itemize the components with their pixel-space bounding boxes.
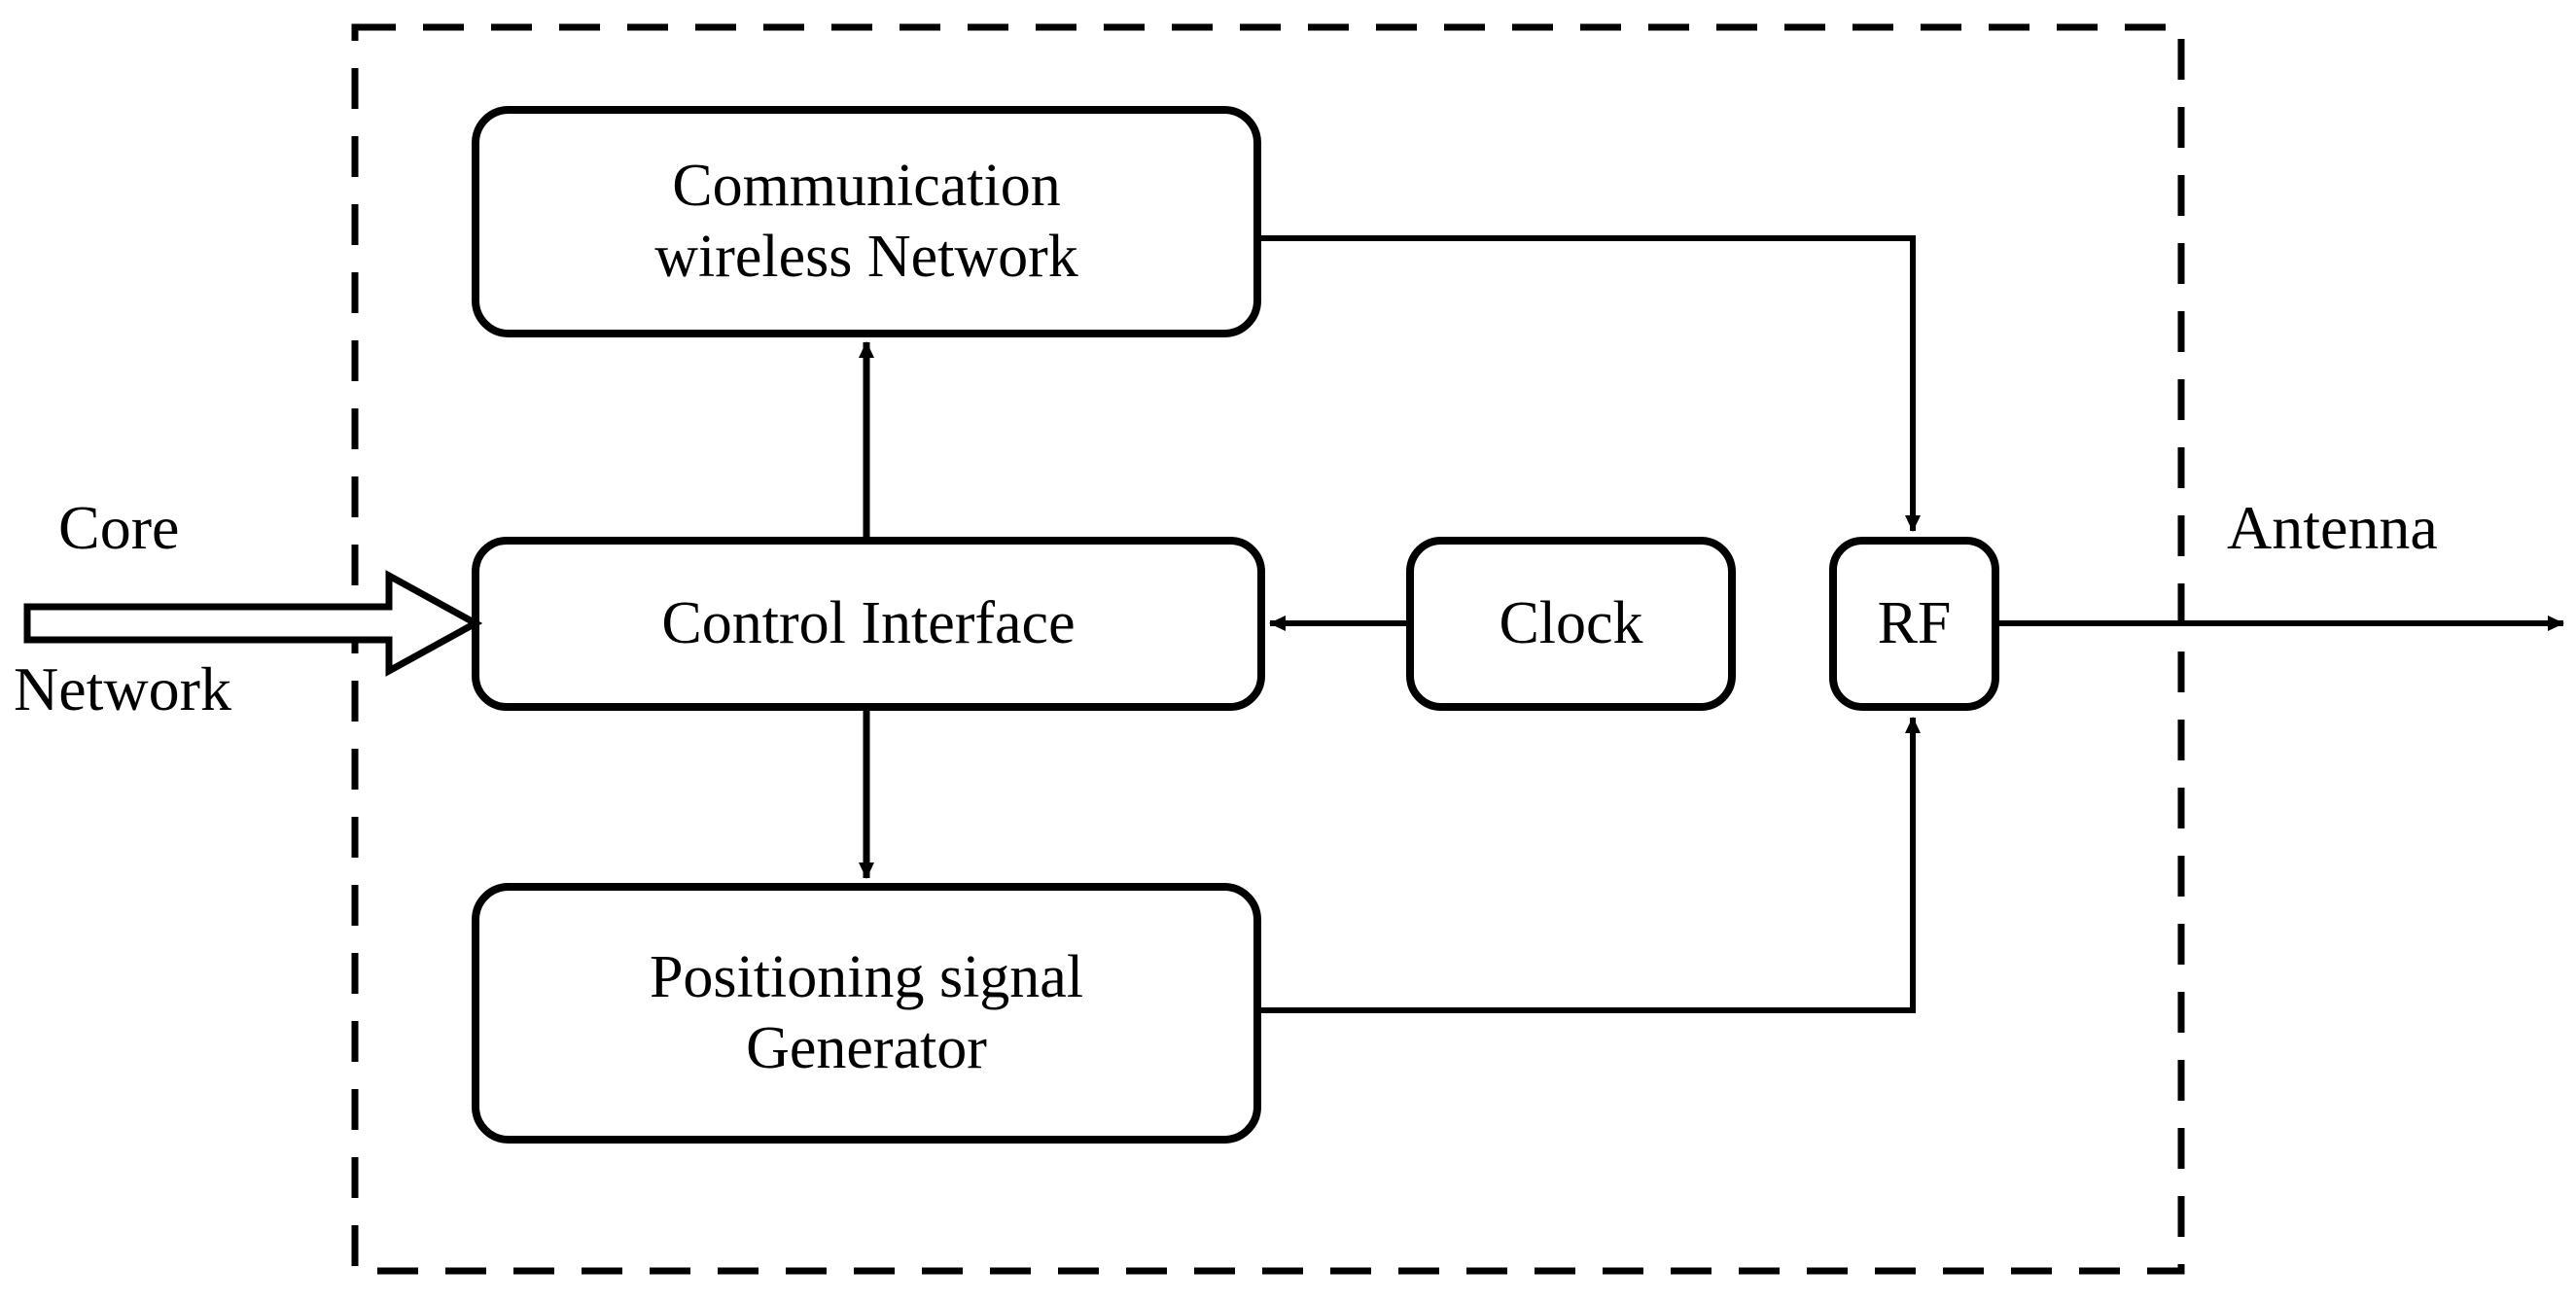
edge-core-network-to-control-interface	[23, 570, 483, 677]
antenna-output-label: Antenna	[2227, 493, 2438, 562]
node-clock[interactable]	[1410, 541, 1732, 707]
edge-communication-to-rf	[1257, 235, 1921, 532]
edge-positioning-to-rf	[1257, 717, 1921, 1013]
node-control-interface[interactable]	[476, 541, 1261, 707]
node-communication-wireless-network[interactable]	[476, 110, 1257, 334]
node-positioning-signal-generator[interactable]	[476, 887, 1257, 1140]
core-network-input-label-network: Network	[14, 654, 231, 723]
node-rf[interactable]	[1833, 541, 1995, 707]
core-network-input-label-core: Core	[58, 493, 180, 562]
system-boundary	[351, 23, 2185, 1275]
node-communication-wireless-network-box[interactable]	[472, 106, 1261, 337]
